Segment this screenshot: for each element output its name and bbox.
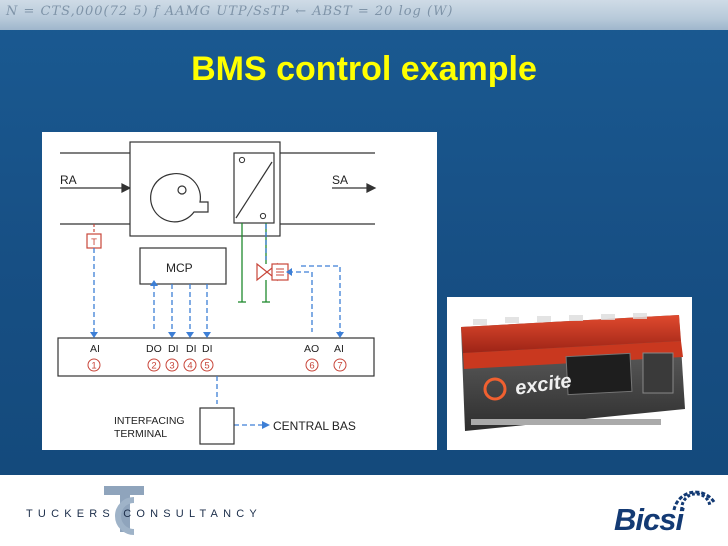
slide-title: BMS control example bbox=[191, 50, 537, 88]
interfacing-terminal-label-line2: TERMINAL bbox=[114, 428, 167, 440]
controller-photo: excite bbox=[447, 297, 692, 450]
interfacing-terminal bbox=[199, 407, 235, 445]
sensor-label: T bbox=[91, 237, 97, 248]
supply-air-label: SA bbox=[332, 173, 348, 187]
header-formula-decoration: N = CTS,000(72 5) f AAMG UTP/SsTP ← ABST… bbox=[6, 4, 454, 19]
mcp-panel bbox=[139, 247, 227, 285]
bms-schematic: RA SA T MCP bbox=[42, 132, 437, 450]
controller-device: excite bbox=[461, 313, 685, 431]
io-label-ao-6: AO bbox=[304, 343, 319, 355]
io-number-3: 3 bbox=[169, 361, 174, 372]
tuckers-consultancy-text: TUCKERS CONSULTANCY bbox=[26, 508, 262, 520]
return-air-label: RA bbox=[60, 173, 77, 187]
coil-icon bbox=[233, 152, 275, 224]
io-number-5: 5 bbox=[204, 361, 209, 372]
bicsi-wordmark: Bicsi bbox=[614, 502, 684, 537]
air-duct bbox=[60, 152, 375, 225]
io-label-do-2: DO bbox=[146, 343, 162, 355]
io-panel bbox=[57, 337, 375, 377]
io-label-ai-7: AI bbox=[334, 343, 344, 355]
bicsi-arc-icon bbox=[672, 490, 716, 511]
central-bas-label: CENTRAL BAS bbox=[273, 419, 356, 433]
control-valve bbox=[256, 262, 289, 282]
supply-air-arrowhead bbox=[366, 183, 377, 193]
io-number-circles bbox=[87, 358, 347, 372]
io-label-di-5: DI bbox=[202, 343, 213, 355]
io-number-4: 4 bbox=[187, 361, 192, 372]
io-number-6: 6 bbox=[309, 361, 314, 372]
fan-icon bbox=[150, 172, 209, 223]
io-signal-labels: AI DO DI DI DI AO AI bbox=[90, 343, 344, 355]
mcp-label: MCP bbox=[166, 261, 193, 275]
io-label-di-3: DI bbox=[168, 343, 179, 355]
io-number-1: 1 bbox=[91, 361, 96, 372]
tuckers-logo-mark bbox=[104, 486, 144, 535]
signal-wiring bbox=[93, 224, 341, 426]
io-number-2: 2 bbox=[151, 361, 156, 372]
io-label-ai-1: AI bbox=[90, 343, 100, 355]
bicsi-logo: Bicsi bbox=[608, 488, 718, 538]
io-label-di-4: DI bbox=[186, 343, 197, 355]
header-strip: N = CTS,000(72 5) f AAMG UTP/SsTP ← ABST… bbox=[0, 0, 728, 30]
return-air-arrowhead bbox=[121, 183, 132, 193]
interfacing-terminal-label-line1: INTERFACING bbox=[114, 415, 185, 427]
signal-arrowheads bbox=[90, 268, 344, 429]
tuckers-consultancy-logo: TUCKERS CONSULTANCY bbox=[22, 484, 257, 539]
io-number-7: 7 bbox=[337, 361, 342, 372]
temperature-sensor: T bbox=[86, 233, 102, 249]
